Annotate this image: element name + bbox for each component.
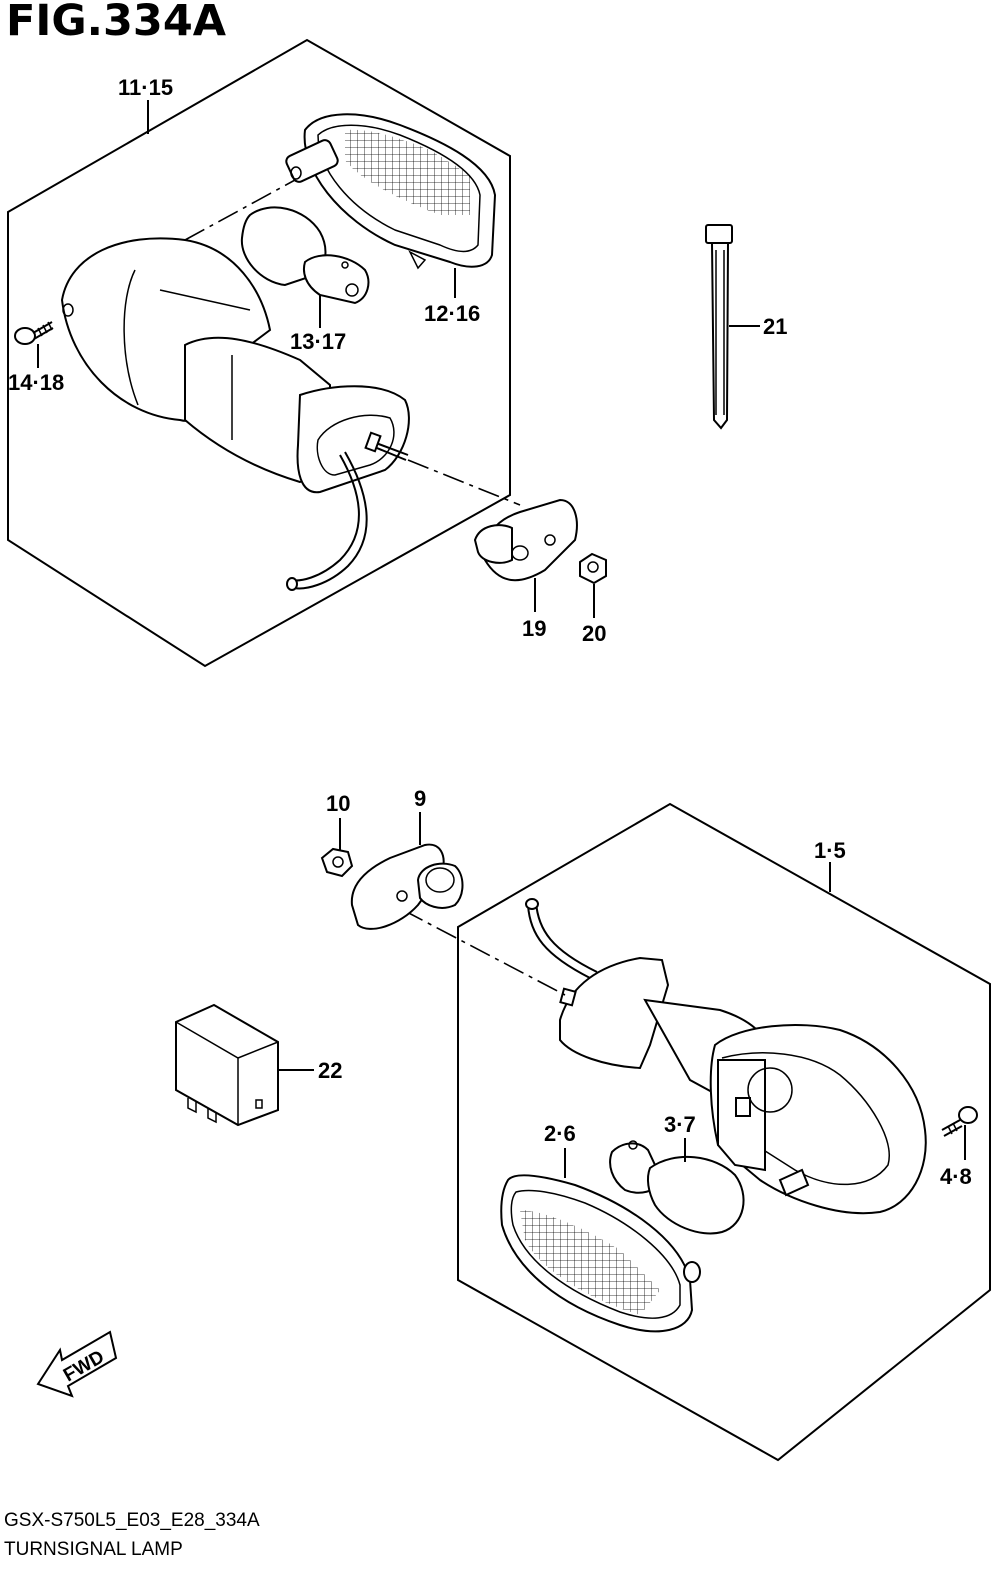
callout-10: 10	[326, 791, 350, 816]
callout-19: 19	[522, 616, 546, 641]
leader-lines	[37, 100, 966, 1178]
callout-2-6: 2·6	[544, 1121, 576, 1146]
upper-mount-stud	[364, 431, 409, 461]
upper-lamp-housing	[60, 237, 410, 494]
callout-14-18: 14·18	[8, 370, 64, 395]
footer-section-name: TURNSIGNAL LAMP	[4, 1539, 183, 1560]
upper-assembly-box	[7, 38, 511, 668]
upper-screw	[14, 321, 54, 345]
lower-bulb	[609, 1140, 745, 1235]
callout-1-5: 1·5	[814, 838, 846, 863]
lower-mount-stud	[559, 987, 577, 1007]
lower-nut	[320, 847, 354, 878]
upper-gasket	[473, 498, 578, 582]
turnsignal-relay	[175, 1003, 279, 1127]
callout-13-17: 13·17	[290, 329, 346, 354]
lower-lamp-housing	[559, 956, 927, 1215]
upper-lens	[285, 113, 497, 270]
callout-21: 21	[763, 314, 787, 339]
callout-12-16: 12·16	[424, 301, 480, 326]
fwd-arrow-icon: FWD	[36, 1330, 118, 1398]
lower-gasket	[350, 843, 464, 930]
upper-wire-lead	[286, 451, 368, 591]
lower-screw	[941, 1106, 978, 1137]
figure-title: FIG.334A	[6, 0, 227, 46]
upper-bulb	[240, 206, 370, 305]
callout-3-7: 3·7	[664, 1112, 696, 1137]
lower-assembly-box	[457, 802, 991, 1462]
callout-4-8: 4·8	[940, 1164, 972, 1189]
cable-tie	[705, 224, 733, 430]
callout-20: 20	[582, 621, 606, 646]
callout-9: 9	[414, 786, 426, 811]
callout-11-15: 11·15	[118, 75, 173, 100]
lower-lens	[500, 1174, 701, 1333]
upper-nut	[579, 552, 607, 585]
callout-22: 22	[318, 1058, 342, 1083]
footer-model-code: GSX-S750L5_E03_E28_334A	[4, 1510, 260, 1531]
lower-wire-lead	[525, 898, 598, 979]
